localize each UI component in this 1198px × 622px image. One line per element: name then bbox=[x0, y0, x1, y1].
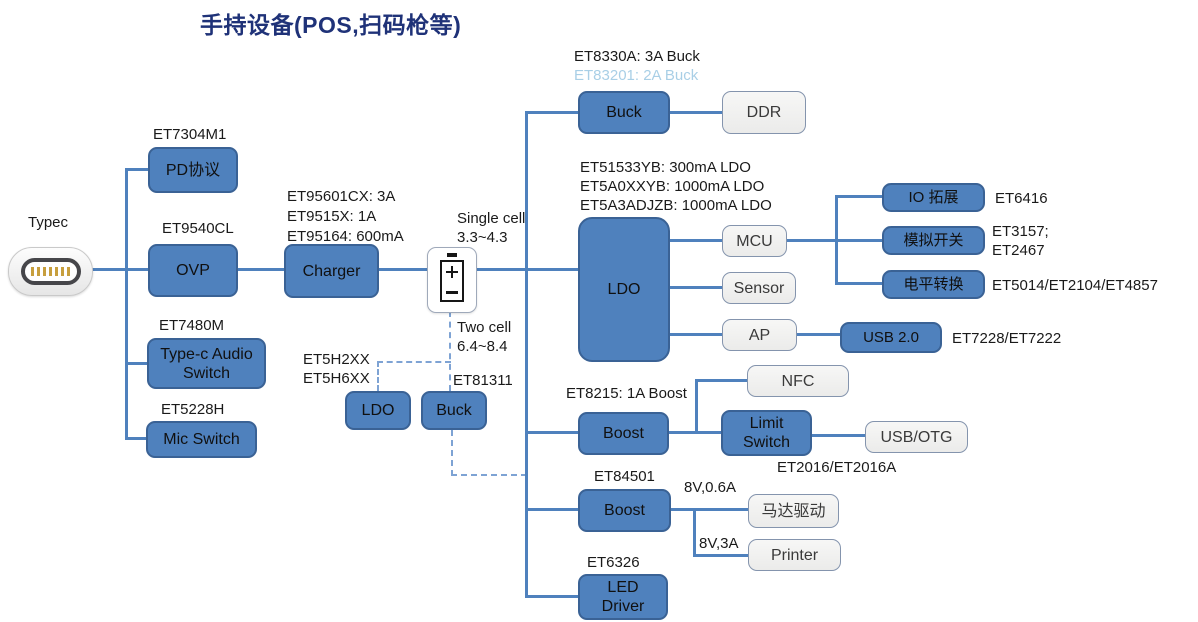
edge-ldo-ap bbox=[669, 333, 723, 336]
node-usb-otg: USB/OTG bbox=[865, 421, 968, 453]
node-boost1: Boost bbox=[578, 412, 669, 455]
label-two-cell: Two cell 6.4~8.4 bbox=[457, 319, 512, 355]
battery-body bbox=[440, 260, 464, 302]
node-typec-audio-switch: Type-c Audio Switch bbox=[147, 338, 266, 389]
edge-auxbuck-down-dashed bbox=[451, 430, 453, 476]
edge-bus-buck bbox=[525, 111, 579, 114]
edge-auxbuck-bus-dashed bbox=[451, 474, 527, 476]
page-title: 手持设备(POS,扫码枪等) bbox=[200, 12, 462, 38]
rail-motor: 8V,0.6A bbox=[684, 479, 736, 496]
node-sensor: Sensor bbox=[722, 272, 796, 304]
chip-aux-ldo: ET5H2XX ET5H6XX bbox=[303, 351, 370, 387]
edge-printer-branch-v bbox=[693, 508, 696, 557]
edge-bus-led bbox=[525, 595, 579, 598]
node-usb2: USB 2.0 bbox=[840, 322, 942, 353]
edge-bus-boost1 bbox=[525, 431, 579, 434]
parts-usb2: ET7228/ET7222 bbox=[952, 330, 1062, 347]
node-mic-switch: Mic Switch bbox=[146, 421, 257, 458]
edge-right-bus bbox=[835, 195, 838, 285]
parts-io-expander: ET6416 bbox=[995, 190, 1048, 207]
edge-left-bus bbox=[125, 168, 128, 440]
chip-ldo: ET51533YB: 300mA LDO ET5A0XXYB: 1000mA L… bbox=[580, 159, 772, 214]
node-pd-protocol: PD协议 bbox=[148, 147, 238, 193]
edge-twocell-branch-dashed bbox=[377, 361, 451, 363]
node-level-shifter: 电平转换 bbox=[882, 270, 985, 299]
chip-boost1: ET8215: 1A Boost bbox=[566, 385, 687, 402]
chip-ovp: ET9540CL bbox=[162, 220, 234, 237]
edge-nfc-branch-h bbox=[695, 379, 748, 382]
node-ovp: OVP bbox=[148, 244, 238, 297]
node-ddr: DDR bbox=[722, 91, 806, 134]
node-nfc: NFC bbox=[747, 365, 849, 397]
node-led-driver: LED Driver bbox=[578, 574, 668, 620]
edge-bus-io bbox=[835, 195, 883, 198]
edge-limit-usbotg bbox=[811, 434, 866, 437]
edge-buck-ddr bbox=[669, 111, 723, 114]
edge-bus-pd bbox=[125, 168, 149, 171]
label-single-cell: Single cell 3.3~4.3 bbox=[457, 210, 526, 246]
edge-charger-battery bbox=[379, 268, 428, 271]
edge-bus-mic bbox=[125, 437, 147, 440]
node-aux-ldo: LDO bbox=[345, 391, 411, 430]
edge-mcu-rightbus bbox=[786, 239, 883, 242]
chip-buck-primary: ET8330A: 3A Buck bbox=[574, 48, 700, 65]
node-mcu: MCU bbox=[722, 225, 787, 257]
battery-minus-icon bbox=[446, 291, 458, 294]
node-ap: AP bbox=[722, 319, 797, 351]
node-analog-switch: 模拟开关 bbox=[882, 226, 985, 255]
battery-icon bbox=[427, 247, 477, 313]
usb-typec-connector-icon bbox=[8, 247, 93, 296]
chip-buck-secondary: ET83201: 2A Buck bbox=[574, 67, 699, 84]
node-io-expander: IO 拓展 bbox=[882, 183, 985, 212]
typec-inner-ring bbox=[20, 258, 81, 285]
edge-auxldo-dashed bbox=[377, 361, 379, 391]
battery-terminal bbox=[447, 253, 457, 257]
edge-nfc-branch-v bbox=[695, 379, 698, 434]
parts-level-shifter: ET5014/ET2104/ET4857 bbox=[992, 277, 1158, 294]
node-ldo: LDO bbox=[578, 217, 670, 362]
parts-analog-switch: ET3157; ET2467 bbox=[992, 223, 1049, 259]
node-buck: Buck bbox=[578, 91, 670, 134]
chip-pd: ET7304M1 bbox=[153, 126, 227, 143]
edge-printer-branch-h bbox=[693, 554, 749, 557]
node-limit-switch: Limit Switch bbox=[721, 410, 812, 456]
edge-bus-audio bbox=[125, 362, 148, 365]
chip-aux-buck: ET81311 bbox=[453, 372, 513, 389]
node-charger: Charger bbox=[284, 244, 379, 298]
rail-printer: 8V,3A bbox=[699, 535, 739, 552]
edge-ap-usb2 bbox=[796, 333, 841, 336]
chip-led-driver: ET6326 bbox=[587, 554, 640, 571]
node-motor-driver: 马达驱动 bbox=[748, 494, 839, 528]
parts-limit-switch: ET2016/ET2016A bbox=[777, 459, 897, 476]
edge-ldo-sensor bbox=[669, 286, 723, 289]
node-printer: Printer bbox=[748, 539, 841, 571]
chip-audio-switch: ET7480M bbox=[159, 317, 225, 334]
edge-boost2-motor bbox=[670, 508, 749, 511]
edge-ldo-mcu bbox=[669, 239, 723, 242]
node-boost2: Boost bbox=[578, 489, 671, 532]
edge-typec-ovp bbox=[90, 268, 148, 271]
edge-bus-level bbox=[835, 282, 883, 285]
typec-label: Typec bbox=[28, 214, 69, 231]
edge-main-bus bbox=[525, 111, 528, 598]
edge-battery-twocell-dashed bbox=[449, 311, 451, 391]
edge-bus-boost2 bbox=[525, 508, 579, 511]
chip-mic-switch: ET5228H bbox=[161, 401, 225, 418]
node-aux-buck: Buck bbox=[421, 391, 487, 430]
typec-pins bbox=[30, 267, 71, 276]
battery-plus-icon bbox=[451, 266, 453, 278]
chip-boost2: ET84501 bbox=[594, 468, 655, 485]
chip-charger: ET95601CX: 3A ET9515X: 1A ET95164: 600mA bbox=[287, 188, 404, 245]
edge-ovp-charger bbox=[238, 268, 285, 271]
